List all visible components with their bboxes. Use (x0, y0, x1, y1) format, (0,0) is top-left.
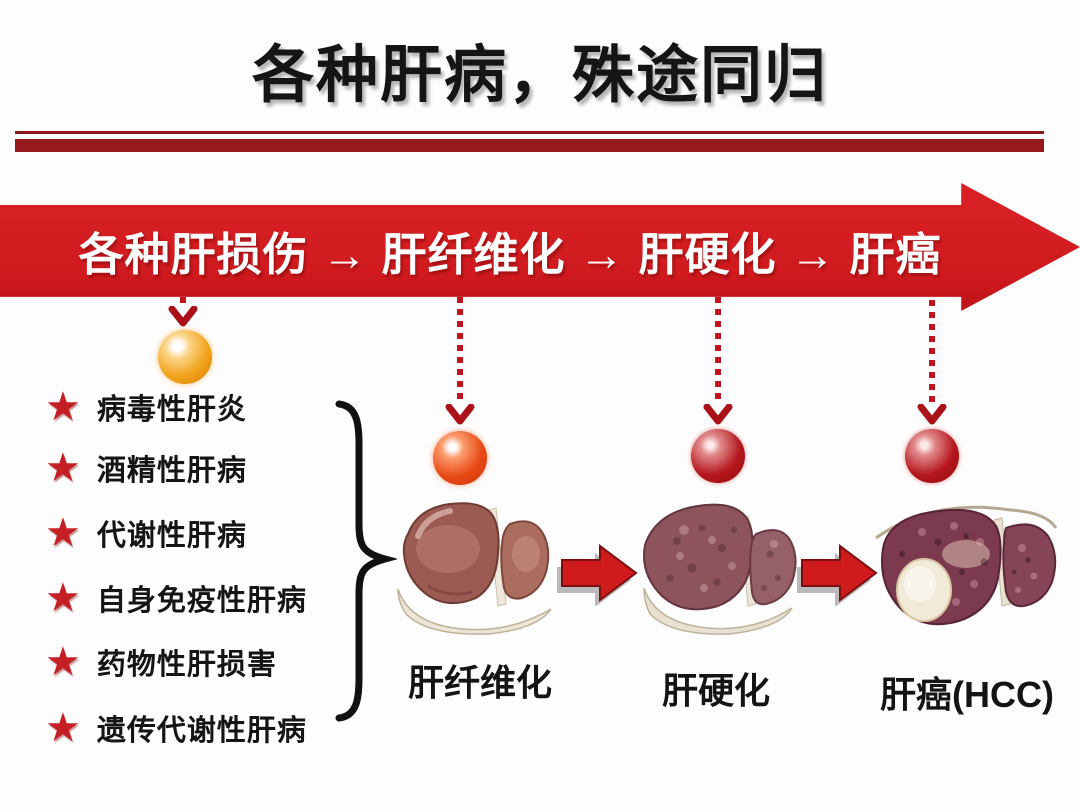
progression-banner-arrow: 各种肝损伤 → 肝纤维化 → 肝硬化 → 肝癌 (0, 183, 1080, 311)
title-divider-thick (15, 139, 1044, 152)
liver-membrane (397, 588, 552, 635)
liver-fibrosis-illustration (397, 502, 552, 635)
cause-item-genetic: ★ 遗传代谢性肝病 (45, 706, 307, 750)
star-icon: ★ (45, 576, 81, 620)
star-icon: ★ (45, 706, 81, 750)
cause-label: 药物性肝损害 (96, 649, 277, 681)
injury-marker-ball (158, 330, 212, 384)
cause-item-alcoholic: ★ 酒精性肝病 (45, 446, 247, 490)
chevron-down-icon-2 (445, 404, 475, 425)
dotted-arrow-2 (457, 297, 463, 403)
liver-cirrhosis-illustration (642, 503, 797, 635)
stage-label-fibrosis: 肝纤维化 (407, 662, 552, 703)
dotted-arrow-4 (929, 300, 935, 403)
chevron-down-icon-4 (917, 404, 947, 425)
cause-item-autoimmune: ★ 自身免疫性肝病 (45, 576, 307, 620)
chevron-down-icon-3 (703, 404, 733, 425)
cause-item-metabolic: ★ 代谢性肝病 (45, 511, 247, 555)
star-icon: ★ (45, 640, 81, 684)
progression-banner-text: 各种肝损伤 → 肝纤维化 → 肝硬化 → 肝癌 (78, 228, 942, 280)
cause-label: 酒精性肝病 (96, 455, 247, 487)
fibrosis-marker-ball (433, 431, 487, 485)
stage-label-cancer: 肝癌(HCC) (880, 674, 1054, 715)
cause-item-viral: ★ 病毒性肝炎 (45, 385, 247, 429)
liver-cancer-illustration (875, 505, 1058, 626)
liver-left-lobe (402, 502, 500, 605)
title-divider-thin (15, 131, 1044, 134)
cause-label: 遗传代谢性肝病 (96, 715, 307, 747)
star-icon: ★ (45, 446, 81, 490)
liver-right-lobe (500, 520, 550, 600)
liver-right-lobe (1002, 523, 1057, 608)
stage-label-cirrhosis: 肝硬化 (661, 670, 770, 711)
liver-membrane (643, 587, 793, 635)
dotted-arrow-1 (180, 297, 186, 306)
cause-item-drug-induced: ★ 药物性肝损害 (45, 640, 277, 684)
page-title: 各种肝病，殊途同归 (251, 41, 828, 110)
liver-right-lobe (749, 529, 797, 606)
right-arrow-icon-2 (797, 544, 878, 606)
curly-brace (335, 400, 397, 722)
star-icon: ★ (45, 385, 81, 429)
right-arrow-icon-1 (557, 544, 638, 606)
cause-label: 病毒性肝炎 (96, 394, 247, 426)
star-icon: ★ (45, 511, 81, 555)
dotted-arrow-3 (715, 297, 721, 403)
liver-left-lobe (642, 503, 754, 611)
cancer-marker-ball (905, 429, 959, 483)
cause-label: 自身免疫性肝病 (96, 585, 307, 617)
cirrhosis-marker-ball (691, 429, 745, 483)
chevron-down-icon-1 (168, 306, 198, 327)
cause-label: 代谢性肝病 (96, 520, 247, 552)
